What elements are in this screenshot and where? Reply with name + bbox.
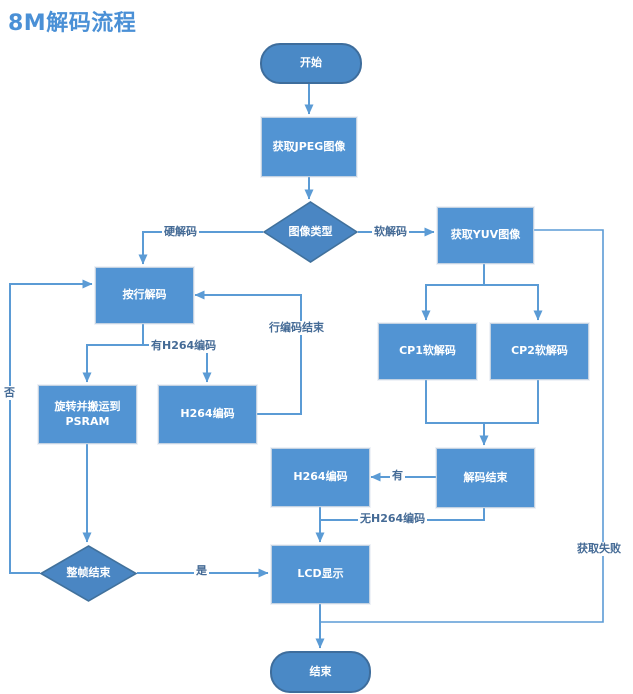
edge-label-get-fail: 获取失败 — [575, 542, 623, 556]
node-frame-end: 整帧结束 — [40, 545, 137, 602]
edge-label-yes-h264: 有 — [390, 469, 405, 483]
node-h264-encode-row-label: H264编码 — [180, 407, 235, 421]
edge-imagetype-to-rowdecode — [138, 231, 263, 265]
edge-getyuv-to-cp1 — [421, 262, 485, 321]
edge-label-hard-decode: 硬解码 — [162, 225, 199, 239]
node-end: 结束 — [270, 651, 371, 693]
decision-diamond-shape — [263, 201, 358, 263]
node-h264-encode-row: H264编码 — [158, 385, 257, 444]
edge-h264row-loop-rowdecode — [194, 290, 302, 415]
node-h264-encode-frame: H264编码 — [271, 448, 370, 507]
node-cp1-decode: CP1软解码 — [378, 323, 477, 380]
edge-cp1-to-decodeend — [425, 378, 489, 446]
node-cp2-decode-label: CP2软解码 — [511, 344, 568, 358]
node-end-label: 结束 — [309, 664, 332, 678]
node-start-label: 开始 — [300, 56, 322, 70]
edge-getyuv-to-cp2 — [484, 284, 543, 321]
edge-label-row-encode-done: 行编码结束 — [267, 321, 326, 335]
decision-diamond-shape — [40, 545, 137, 602]
node-get-yuv: 获取YUV图像 — [437, 207, 534, 264]
edge-cp2-to-merge — [484, 378, 539, 424]
node-start: 开始 — [260, 43, 362, 84]
edge-label-no-h264: 无H264编码 — [358, 512, 428, 526]
edge-rowdecode-to-psram — [82, 322, 144, 383]
node-decode-end-label: 解码结束 — [463, 470, 508, 484]
node-cp2-decode: CP2软解码 — [490, 323, 589, 380]
node-image-type: 图像类型 — [263, 201, 358, 263]
node-cp1-decode-label: CP1软解码 — [399, 344, 456, 358]
node-get-jpeg-label: 获取JPEG图像 — [272, 139, 346, 153]
node-rotate-psram: 旋转并搬运到PSRAM — [38, 385, 137, 444]
node-row-decode-label: 按行解码 — [122, 288, 167, 302]
node-lcd-display: LCD显示 — [271, 545, 370, 604]
node-row-decode: 按行解码 — [95, 267, 194, 324]
node-h264-encode-frame-label: H264编码 — [293, 470, 348, 484]
edge-label-has-h264: 有H264编码 — [149, 339, 219, 353]
page-title: 8M解码流程 — [8, 11, 137, 36]
node-image-type-label: 图像类型 — [288, 224, 333, 238]
edge-getyuv-fail-loop — [320, 229, 604, 623]
edge-label-soft-decode: 软解码 — [372, 225, 409, 239]
node-rotate-psram-label: 旋转并搬运到PSRAM — [54, 399, 121, 428]
node-decode-end: 解码结束 — [436, 448, 535, 508]
edge-label-no: 否 — [2, 386, 17, 400]
node-get-yuv-label: 获取YUV图像 — [450, 228, 521, 242]
node-get-jpeg: 获取JPEG图像 — [261, 117, 357, 177]
edge-frameend-no-loop — [9, 279, 93, 574]
edge-label-yes: 是 — [194, 564, 209, 578]
node-frame-end-label: 整帧结束 — [66, 566, 111, 580]
node-lcd-display-label: LCD显示 — [297, 567, 344, 581]
